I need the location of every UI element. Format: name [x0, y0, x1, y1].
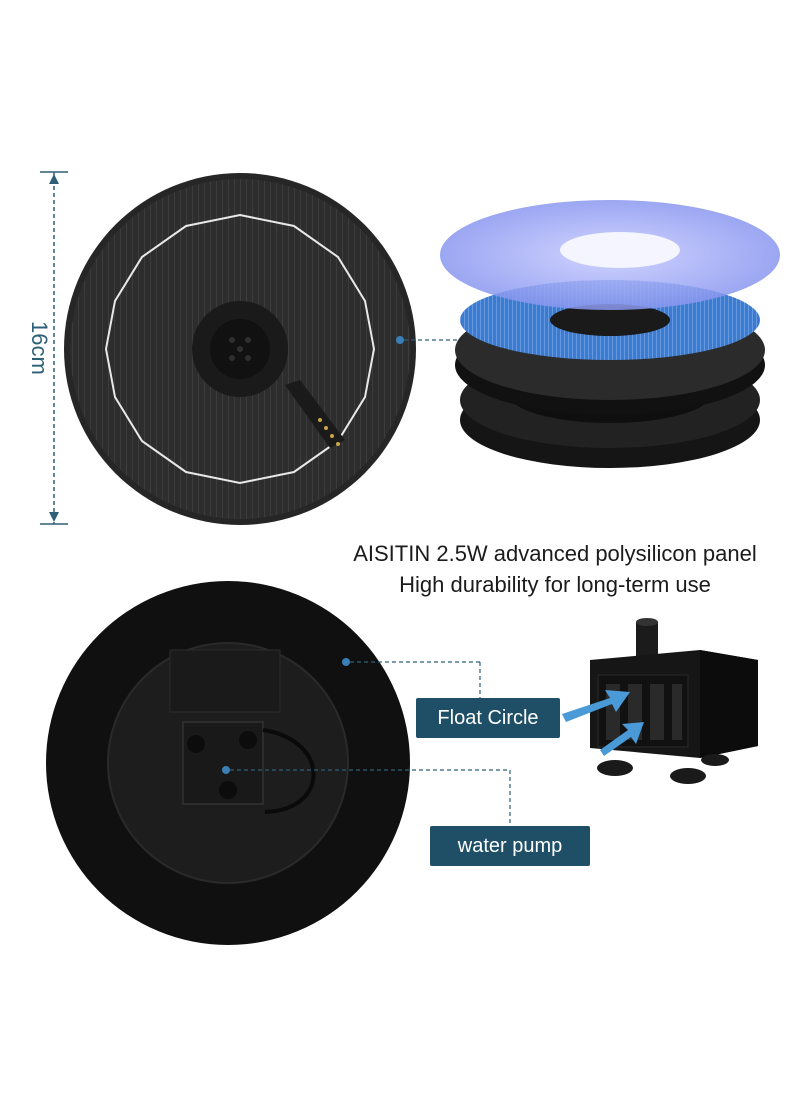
water-pump-label: water pump: [430, 826, 590, 866]
water-pump-illustration: [562, 618, 758, 784]
solar-panel-top: [64, 173, 416, 525]
connector-line-pump: [222, 766, 511, 826]
product-caption: AISITIN 2.5W advanced polysilicon panel …: [300, 538, 800, 600]
float-circle-label: Float Circle: [416, 698, 560, 738]
connector-line-float: [342, 658, 481, 698]
exploded-view: [440, 200, 780, 468]
connector-line-top: [396, 336, 468, 344]
dimension-line: [40, 171, 68, 525]
float-circle-bottom: [46, 581, 410, 945]
caption-line-1: AISITIN 2.5W advanced polysilicon panel: [353, 541, 757, 566]
dimension-label: 16cm: [27, 321, 52, 375]
caption-line-2: High durability for long-term use: [399, 572, 711, 597]
